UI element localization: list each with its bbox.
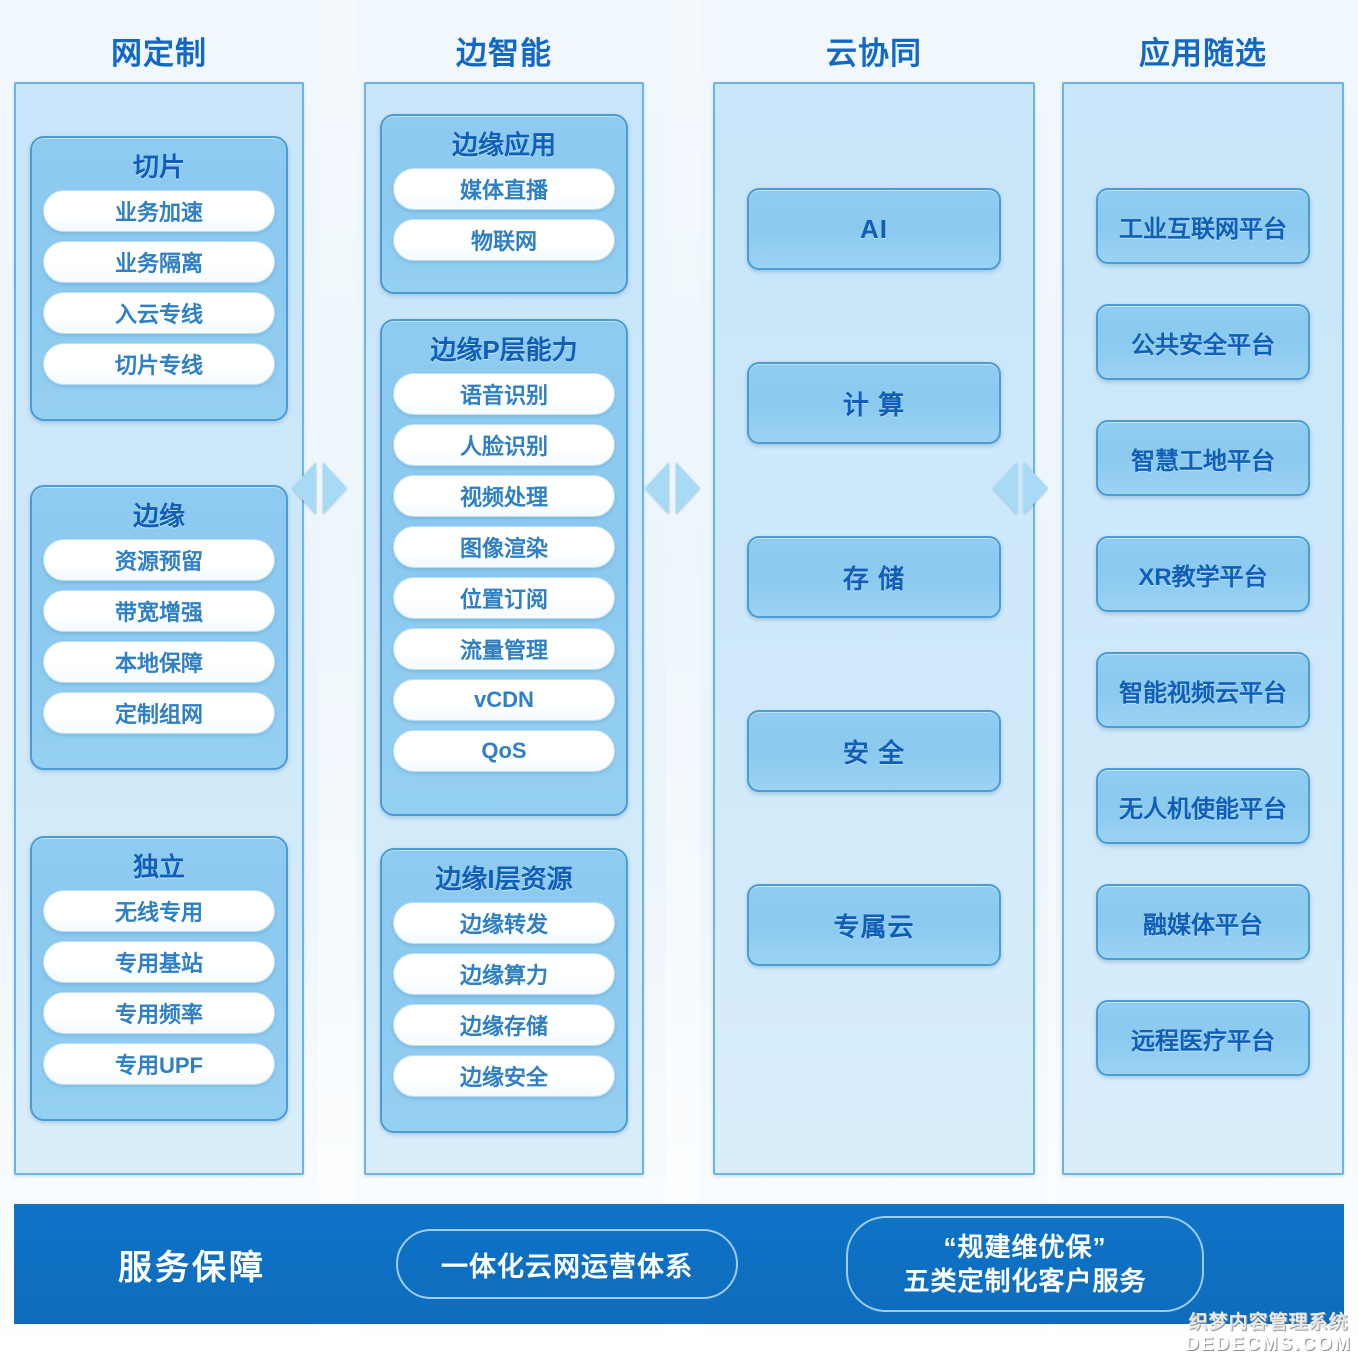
service-pill-unified-operations[interactable]: 一体化云网运营体系 [396, 1229, 738, 1299]
item-slicing-1[interactable]: 业务加速 [43, 190, 275, 232]
group-edge-p-layer: 边缘P层能力 语音识别 人脸识别 视频处理 图像渲染 位置订阅 流量管理 vCD… [380, 319, 628, 816]
item-edge-app-1[interactable]: 媒体直播 [393, 168, 615, 210]
service-pill-2-line1: “规建维优保” [943, 1231, 1107, 1262]
item-p-5[interactable]: 位置订阅 [393, 577, 615, 619]
item-p-6[interactable]: 流量管理 [393, 628, 615, 670]
item-p-1[interactable]: 语音识别 [393, 373, 615, 415]
card-app-smart-construction[interactable]: 智慧工地平台 [1096, 420, 1310, 496]
item-slicing-2[interactable]: 业务隔离 [43, 241, 275, 283]
watermark-line-1: 织梦内容管理系统 [1188, 1312, 1349, 1334]
triangle-left-icon [993, 462, 1017, 514]
card-cloud-storage[interactable]: 存 储 [747, 536, 1001, 618]
column-title-3: 云协同 [826, 36, 922, 71]
item-p-7[interactable]: vCDN [393, 679, 615, 721]
card-app-converged-media[interactable]: 融媒体平台 [1096, 884, 1310, 960]
group-edge-i-layer: 边缘I层资源 边缘转发 边缘算力 边缘存储 边缘安全 [380, 848, 628, 1133]
item-edge-app-2[interactable]: 物联网 [393, 219, 615, 261]
card-cloud-ai[interactable]: AI [747, 188, 1001, 270]
item-edge-2[interactable]: 带宽增强 [43, 590, 275, 632]
group-title-edge-p-layer: 边缘P层能力 [430, 335, 578, 365]
triangle-right-icon [1024, 462, 1048, 514]
group-slicing: 切片 业务加速 业务隔离 入云专线 切片专线 [30, 136, 288, 421]
connector-2 [645, 462, 700, 514]
triangle-right-icon [323, 462, 347, 514]
item-standalone-2[interactable]: 专用基站 [43, 941, 275, 983]
service-guarantee-label: 服务保障 [118, 1248, 266, 1287]
group-title-edge-apps: 边缘应用 [451, 130, 556, 160]
column-title-2: 边智能 [456, 36, 552, 71]
item-p-2[interactable]: 人脸识别 [393, 424, 615, 466]
column-cloud-collaboration: AI 计 算 存 储 安 全 专属云 [713, 82, 1035, 1175]
triangle-left-icon [292, 462, 316, 514]
item-p-4[interactable]: 图像渲染 [393, 526, 615, 568]
service-pill-1-text: 一体化云网运营体系 [441, 1251, 693, 1282]
item-i-3[interactable]: 边缘存储 [393, 1004, 615, 1046]
card-cloud-security[interactable]: 安 全 [747, 710, 1001, 792]
column-edge-intelligence: 边缘应用 媒体直播 物联网 边缘P层能力 语音识别 人脸识别 视频处理 图像渲染… [364, 82, 644, 1175]
group-standalone: 独立 无线专用 专用基站 专用频率 专用UPF [30, 836, 288, 1121]
service-guarantee-bar: 服务保障 一体化云网运营体系 “规建维优保” 五类定制化客户服务 [14, 1204, 1344, 1324]
item-p-8[interactable]: QoS [393, 730, 615, 772]
item-slicing-3[interactable]: 入云专线 [43, 292, 275, 334]
group-edge-apps: 边缘应用 媒体直播 物联网 [380, 114, 628, 294]
item-edge-4[interactable]: 定制组网 [43, 692, 275, 734]
item-slicing-4[interactable]: 切片专线 [43, 343, 275, 385]
card-app-public-security[interactable]: 公共安全平台 [1096, 304, 1310, 380]
connector-1 [292, 462, 347, 514]
group-title-edge: 边缘 [132, 501, 185, 531]
item-i-2[interactable]: 边缘算力 [393, 953, 615, 995]
watermark: 织梦内容管理系统 DEDECMS.COM [1185, 1312, 1352, 1356]
column-application-on-demand: 工业互联网平台 公共安全平台 智慧工地平台 XR教学平台 智能视频云平台 无人机… [1062, 82, 1344, 1175]
item-edge-1[interactable]: 资源预留 [43, 539, 275, 581]
group-edge: 边缘 资源预留 带宽增强 本地保障 定制组网 [30, 485, 288, 770]
watermark-line-2: DEDECMS.COM [1185, 1334, 1352, 1356]
triangle-left-icon [645, 462, 669, 514]
card-app-xr-education[interactable]: XR教学平台 [1096, 536, 1310, 612]
card-app-smart-video-cloud[interactable]: 智能视频云平台 [1096, 652, 1310, 728]
item-p-3[interactable]: 视频处理 [393, 475, 615, 517]
item-i-1[interactable]: 边缘转发 [393, 902, 615, 944]
service-pill-customer-service[interactable]: “规建维优保” 五类定制化客户服务 [846, 1216, 1204, 1312]
service-pill-2-line2: 五类定制化客户服务 [903, 1266, 1147, 1296]
item-edge-3[interactable]: 本地保障 [43, 641, 275, 683]
card-app-telemedicine[interactable]: 远程医疗平台 [1096, 1000, 1310, 1076]
connector-3 [993, 462, 1048, 514]
item-standalone-3[interactable]: 专用频率 [43, 992, 275, 1034]
card-cloud-dedicated[interactable]: 专属云 [747, 884, 1001, 966]
card-app-drone-enablement[interactable]: 无人机使能平台 [1096, 768, 1310, 844]
column-net-customization: 切片 业务加速 业务隔离 入云专线 切片专线 边缘 资源预留 带宽增强 本地保障… [14, 82, 304, 1175]
item-i-4[interactable]: 边缘安全 [393, 1055, 615, 1097]
triangle-right-icon [676, 462, 700, 514]
card-app-industrial-internet[interactable]: 工业互联网平台 [1096, 188, 1310, 264]
item-standalone-1[interactable]: 无线专用 [43, 890, 275, 932]
group-title-slicing: 切片 [132, 152, 185, 182]
column-title-4: 应用随选 [1139, 36, 1267, 71]
item-standalone-4[interactable]: 专用UPF [43, 1043, 275, 1085]
column-title-1: 网定制 [111, 36, 207, 71]
card-cloud-compute[interactable]: 计 算 [747, 362, 1001, 444]
group-title-standalone: 独立 [132, 852, 185, 882]
group-title-edge-i-layer: 边缘I层资源 [435, 864, 573, 894]
